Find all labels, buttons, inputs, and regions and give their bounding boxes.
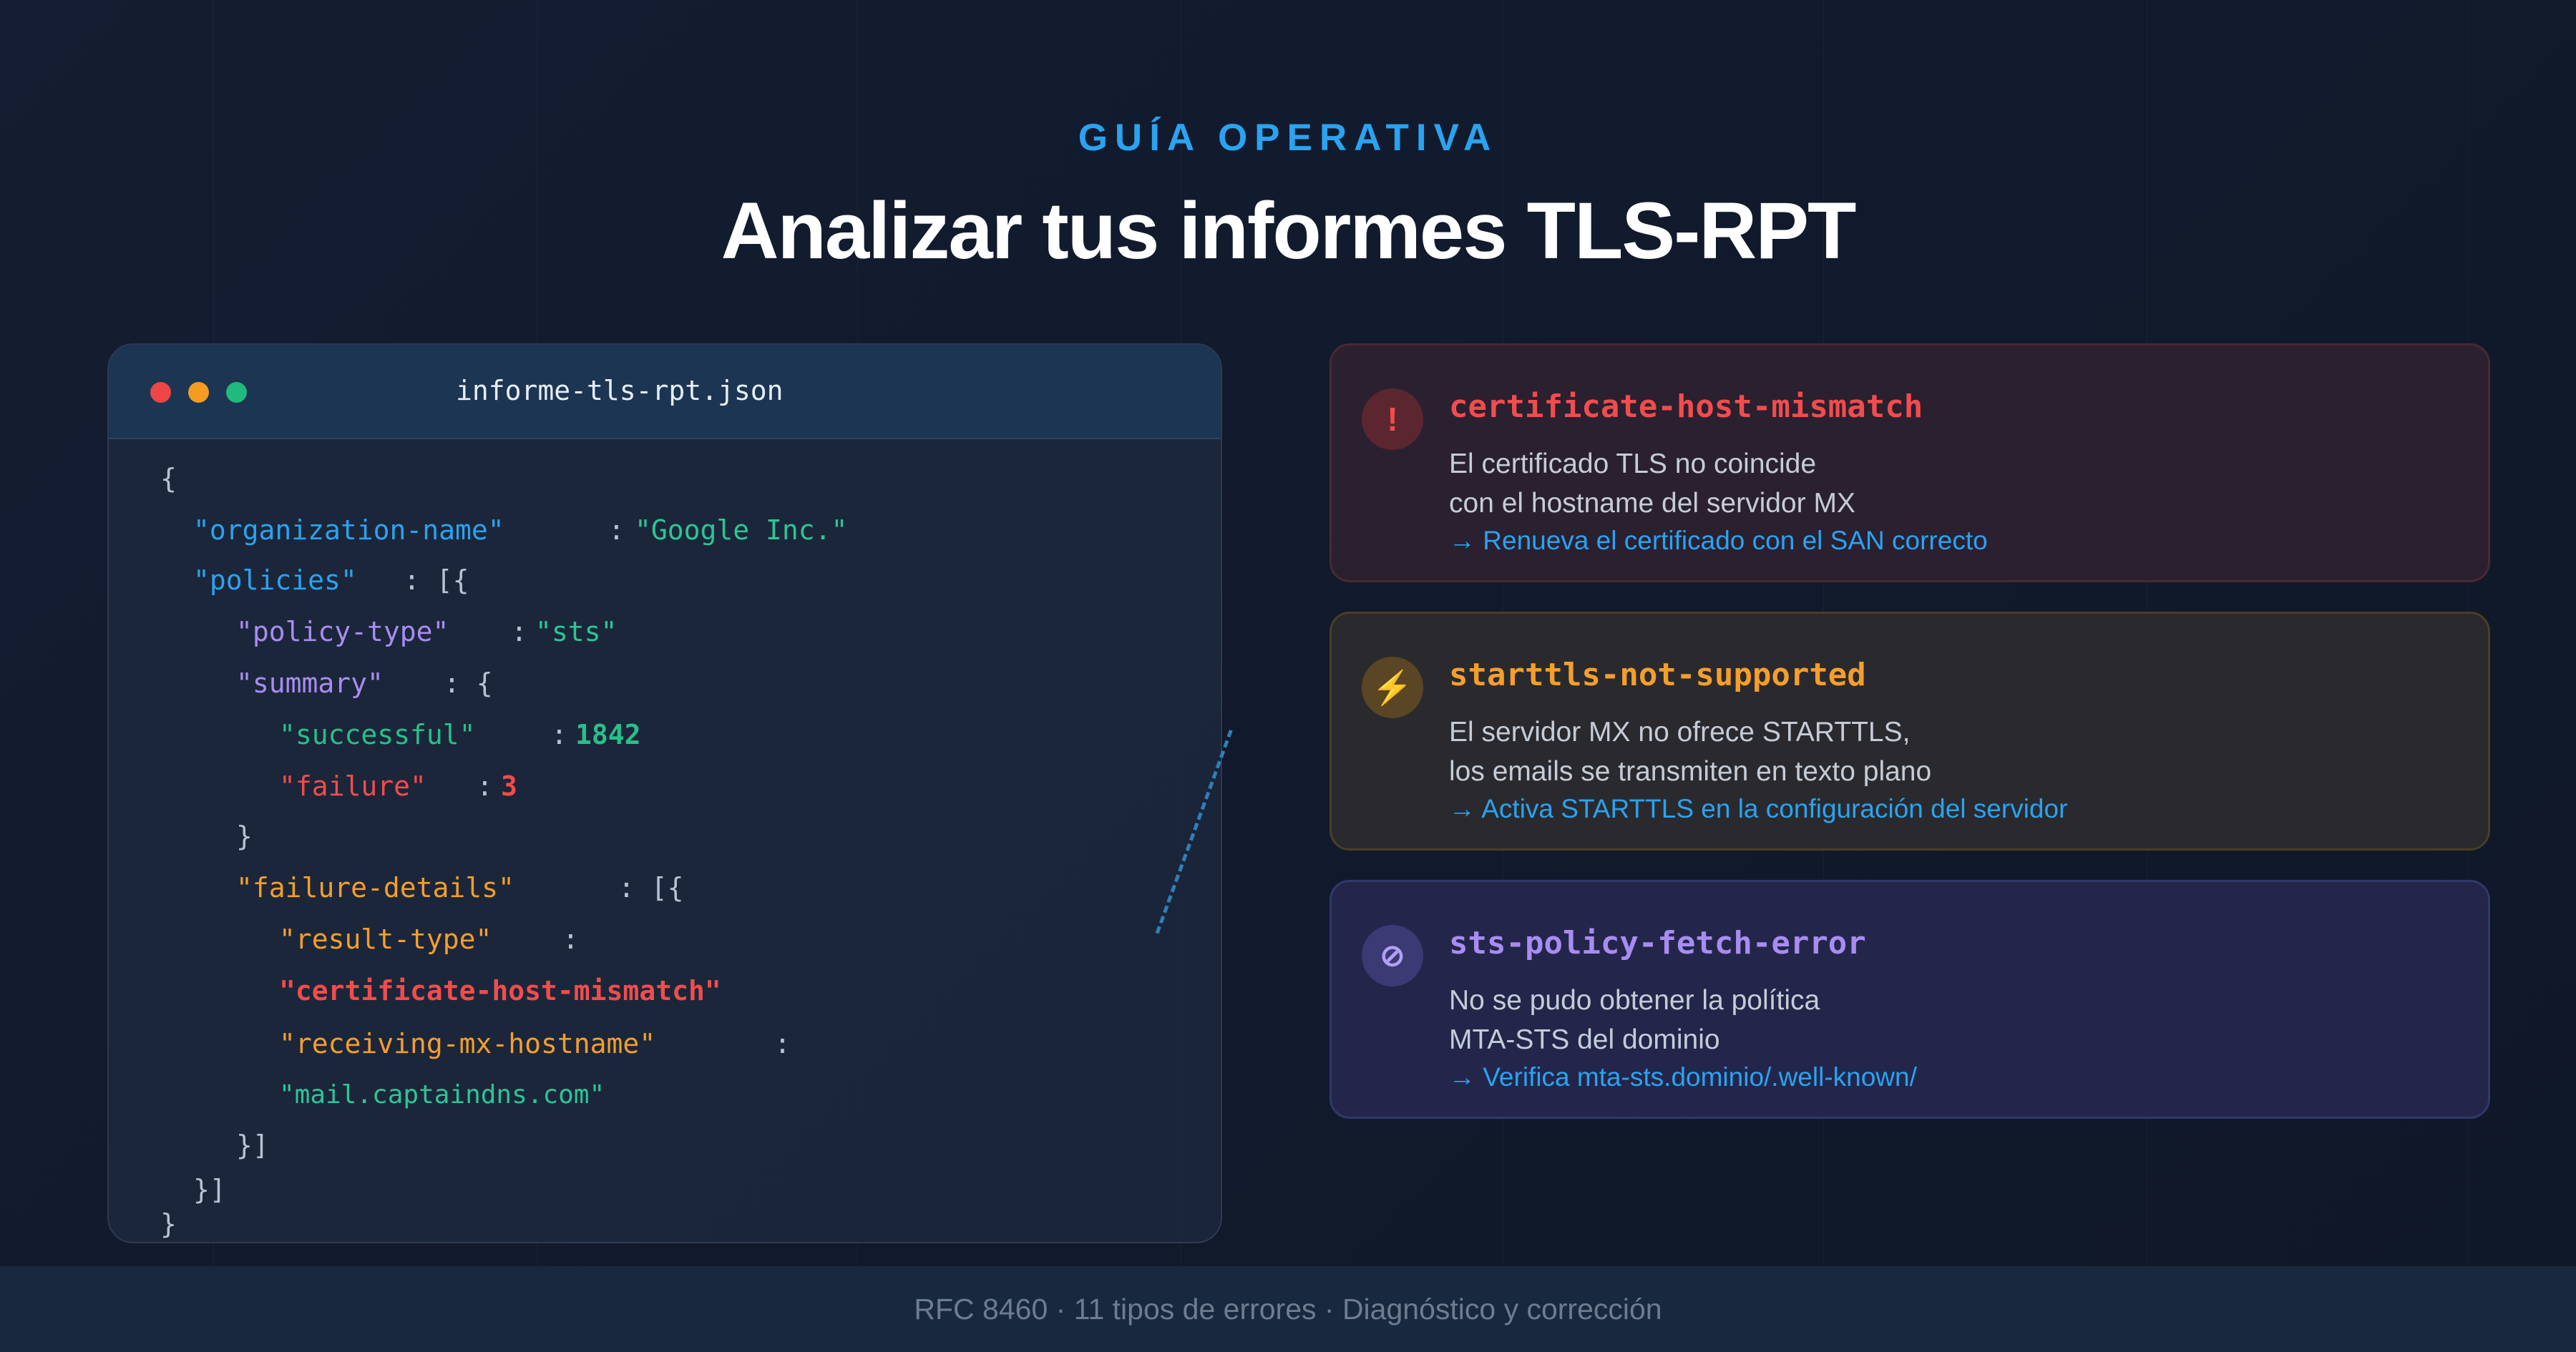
code-value: 3 — [501, 770, 517, 802]
lightning-icon: ⚡ — [1362, 657, 1423, 718]
footer-caption: RFC 8460 · 11 tipos de errores · Diagnós… — [0, 1266, 2576, 1352]
code-line: { — [160, 463, 177, 494]
code-value: "certificate-host-mismatch" — [279, 975, 721, 1006]
code-value: "sts" — [535, 616, 618, 647]
code-window: informe-tls-rpt.json { "organization-nam… — [107, 343, 1222, 1243]
alert-icon: ! — [1362, 388, 1423, 450]
minimize-dot-icon — [188, 382, 209, 403]
close-dot-icon — [150, 382, 171, 403]
blocked-icon: ⊘ — [1362, 925, 1423, 986]
card-description-line: El servidor MX no ofrece STARTTLS, — [1449, 717, 1911, 748]
code-colon: : — [774, 1028, 791, 1059]
code-value: "Google Inc." — [635, 514, 848, 546]
card-action-link[interactable]: → Renueva el certificado con el SAN corr… — [1449, 526, 1988, 555]
card-action-link[interactable]: → Activa STARTTLS en la configuración de… — [1449, 794, 2068, 823]
error-card-starttls-not-supported: ⚡ starttls-not-supported El servidor MX … — [1330, 612, 2490, 851]
error-card-certificate-host-mismatch: ! certificate-host-mismatch El certifica… — [1330, 343, 2490, 582]
code-value: "mail.captaindns.com" — [279, 1080, 605, 1109]
code-colon: : — [551, 719, 567, 750]
card-description: El servidor MX no ofrece STARTTLS, los e… — [1449, 712, 1931, 791]
error-card-sts-policy-fetch-error: ⊘ sts-policy-fetch-error No se pudo obte… — [1330, 880, 2490, 1119]
code-filename: informe-tls-rpt.json — [456, 375, 784, 406]
card-description: El certificado TLS no coincide con el ho… — [1449, 444, 1855, 523]
code-line: "policies" — [193, 564, 357, 596]
code-punct: : [{ — [404, 564, 469, 596]
code-line: "successful" — [279, 719, 476, 750]
code-line: "failure" — [279, 770, 426, 802]
code-value: 1842 — [575, 719, 641, 750]
code-line: "result-type" — [279, 924, 492, 955]
code-line: "summary" — [236, 667, 384, 699]
code-line: "failure-details" — [236, 872, 514, 903]
code-window-titlebar: informe-tls-rpt.json — [109, 345, 1221, 439]
eyebrow-label: GUÍA OPERATIVA — [1078, 117, 1498, 159]
card-description-line: El certificado TLS no coincide — [1449, 449, 1817, 479]
code-line: "organization-name" — [193, 514, 504, 546]
page-title: Analizar tus informes TLS-RPT — [721, 186, 1857, 275]
card-description: No se pudo obtener la política MTA-STS d… — [1449, 981, 1820, 1059]
code-line: }] — [193, 1174, 226, 1205]
code-colon: : — [608, 514, 625, 546]
code-punct: : [{ — [618, 872, 684, 903]
card-title: sts-policy-fetch-error — [1449, 925, 1866, 961]
card-description-line: los emails se transmiten en texto plano — [1449, 756, 1932, 787]
code-punct: : { — [444, 667, 493, 699]
code-line: "policy-type" — [236, 616, 449, 647]
code-colon: : — [477, 770, 493, 802]
code-colon: : — [562, 924, 579, 955]
code-colon: : — [511, 616, 527, 647]
card-title: starttls-not-supported — [1449, 657, 1866, 693]
code-line: } — [236, 820, 253, 852]
card-description-line: con el hostname del servidor MX — [1449, 488, 1855, 519]
card-action-link[interactable]: → Verifica mta-sts.dominio/.well-known/ — [1449, 1062, 1917, 1092]
code-line: } — [160, 1208, 177, 1240]
maximize-dot-icon — [226, 382, 247, 403]
code-line: }] — [236, 1130, 269, 1161]
card-title: certificate-host-mismatch — [1449, 388, 1923, 425]
card-description-line: No se pudo obtener la política — [1449, 985, 1820, 1016]
code-line: "receiving-mx-hostname" — [279, 1028, 656, 1059]
card-description-line: MTA-STS del dominio — [1449, 1024, 1720, 1055]
